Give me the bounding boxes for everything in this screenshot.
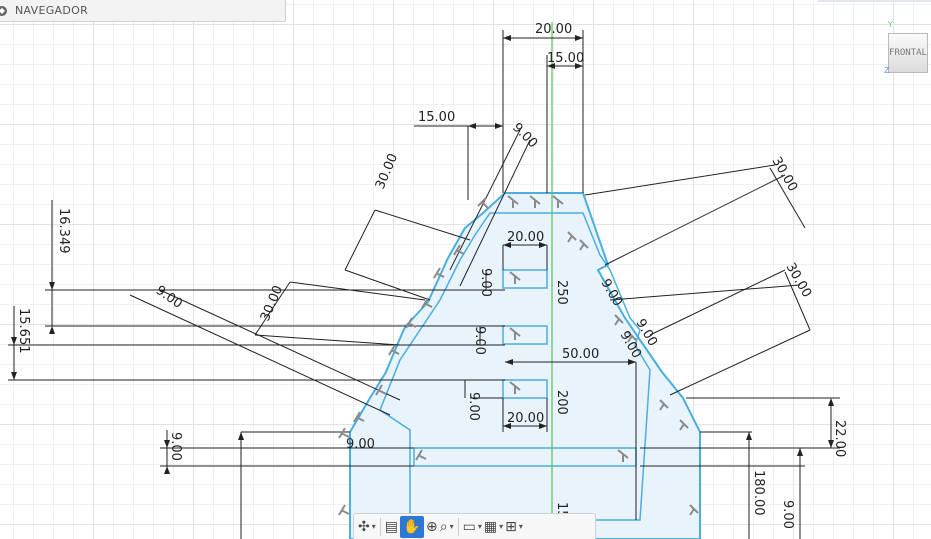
dim-15-top[interactable]: 15.00 [547, 51, 584, 66]
zoom-button[interactable]: ⊕ [426, 516, 438, 538]
dim-50[interactable]: 50.00 [562, 347, 599, 362]
viewports-button[interactable]: ⊞▾ [505, 518, 523, 535]
grid-settings-icon: ▦ [483, 518, 498, 535]
dim-250[interactable]: 250 [554, 280, 569, 305]
dim-20-slot[interactable]: 20.00 [507, 230, 544, 245]
pan-button[interactable]: ✋ [399, 515, 424, 538]
orbit-button[interactable]: ✣▾ [358, 518, 376, 535]
viewcube-axis-y: Y [888, 20, 893, 29]
zoom-window-icon: ⌕ [439, 518, 448, 535]
dim-20-top[interactable]: 20.00 [535, 22, 572, 37]
sketch-slot-2[interactable] [502, 325, 548, 345]
grid-settings-button[interactable]: ▦▾ [483, 518, 504, 535]
viewcube-axis-z: Z [884, 66, 890, 75]
top-strip [818, 0, 931, 2]
dim-9-slot3[interactable]: 9.00 [466, 392, 481, 421]
dim-9-bottom-right[interactable]: 9.00 [780, 500, 795, 529]
dim-15-651[interactable]: 15.651 [16, 308, 31, 354]
browser-label: NAVEGADOR [15, 4, 89, 17]
pan-icon: ✋ [403, 518, 421, 535]
dim-30-right-lower[interactable]: 30.00 [783, 261, 815, 301]
sketch-slot-1[interactable] [502, 269, 548, 289]
dim-9-bottom-left-h[interactable]: 9.00 [346, 437, 375, 452]
constraint-glyphs [338, 195, 699, 516]
dim-30-left-upper[interactable]: 30.00 [373, 151, 401, 191]
display-settings-icon: ▭ [462, 518, 476, 535]
look-at-icon: ▤ [384, 518, 398, 535]
viewcube-face-label: FRONTAL [889, 48, 927, 58]
sketch-profile[interactable] [349, 192, 701, 539]
viewports-icon: ⊞ [505, 518, 517, 535]
zoom-icon: ⊕ [425, 518, 438, 535]
dim-200[interactable]: 200 [554, 390, 569, 415]
sketch-slot-3[interactable] [502, 379, 548, 399]
dim-9-diag[interactable]: 9.00 [509, 120, 540, 151]
browser-panel[interactable]: ◆ NAVEGADOR [0, 0, 286, 22]
browser-tree-icon[interactable]: ◆ [0, 5, 7, 16]
dim-30-left-mid[interactable]: 30.00 [258, 283, 286, 323]
dim-180[interactable]: 180.00 [751, 470, 766, 516]
dimension-arrows [11, 35, 834, 474]
dim-9-bottom-left-v[interactable]: 9.00 [168, 432, 183, 461]
dim-15-left[interactable]: 15.00 [418, 110, 455, 125]
dim-22[interactable]: 22.00 [832, 420, 847, 457]
display-settings-button[interactable]: ▭▾ [462, 518, 482, 535]
zoom-window-button[interactable]: ⌕▾ [439, 518, 454, 535]
viewcube-face[interactable]: FRONTAL [888, 33, 928, 73]
dim-9-slot2[interactable]: 9.00 [472, 326, 487, 355]
viewcube[interactable]: FRONTAL [888, 33, 928, 73]
dim-9-slot1[interactable]: 9.00 [478, 268, 493, 297]
orbit-icon: ✣ [358, 518, 370, 535]
navigation-toolbar: ✣▾ ▤ ✋ ⊕ ⌕▾ ▭▾ ▦▾ ⊞▾ [353, 513, 596, 539]
dim-16-349[interactable]: 16.349 [56, 208, 71, 254]
dim-20-lower[interactable]: 20.00 [507, 411, 544, 426]
look-at-button[interactable]: ▤ [385, 516, 398, 538]
